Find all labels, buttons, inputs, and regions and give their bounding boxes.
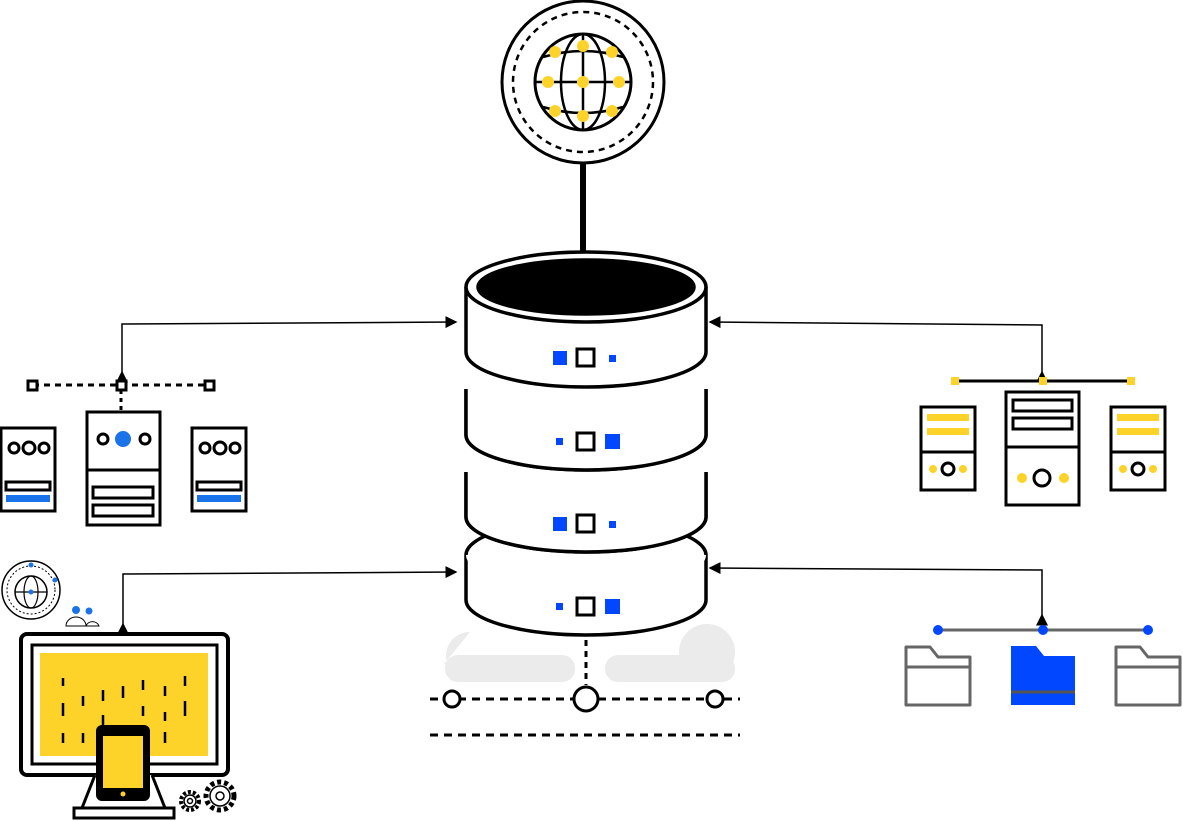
network-icon bbox=[430, 624, 740, 737]
database-icon bbox=[464, 250, 708, 637]
gear-icon bbox=[179, 779, 237, 813]
server-yellow-icon bbox=[919, 377, 1167, 507]
monitor-icon bbox=[1, 560, 237, 820]
tablet-icon bbox=[96, 725, 150, 801]
database-indicators bbox=[553, 347, 620, 617]
users-icon bbox=[65, 606, 100, 627]
globe-icon bbox=[500, 0, 666, 165]
connector-arrows bbox=[116, 316, 1048, 635]
folder-icon bbox=[904, 625, 1182, 707]
server-cluster-icon bbox=[0, 379, 248, 527]
